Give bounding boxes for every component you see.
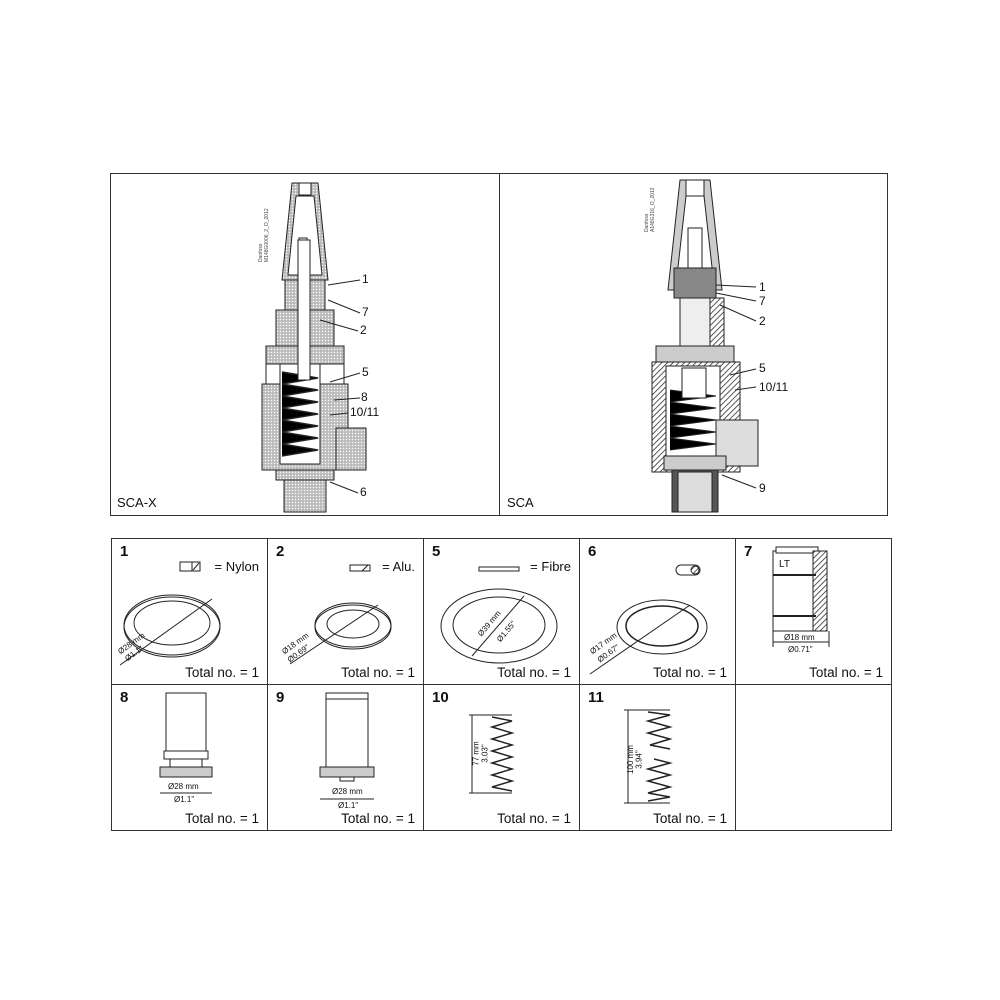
dim-mm: 100 mm [625,745,635,774]
part-number: 8 [120,689,129,706]
total-count: Total no. = 1 [809,665,883,680]
callout-10-11: 10/11 [759,380,789,394]
part-cell-11: 11 100 mm 3.94" Total no. = 1 [579,684,736,831]
material-label: = Fibre [530,559,571,574]
part-cell-10: 10 77 mm 3.03" Total no. = 1 [423,684,580,831]
part-number: 2 [276,543,285,560]
valve-drawings [261,179,759,513]
part-number: 5 [432,543,441,560]
callout-2: 2 [360,323,367,337]
dim-in: 3.03" [480,744,490,763]
total-count: Total no. = 1 [341,811,415,826]
part-number: 10 [432,689,449,706]
total-count: Total no. = 1 [341,665,415,680]
dim-mm: Ø18 mm [784,633,815,642]
dim-mm: 77 mm [471,741,481,766]
callout-2: 2 [759,314,766,328]
part-number: 6 [588,543,597,560]
part-number: 9 [276,689,285,706]
total-count: Total no. = 1 [653,665,727,680]
callout-8: 8 [361,390,368,404]
sca-valve-drawing [651,179,759,513]
callout-5: 5 [362,365,369,379]
empty-cell [735,684,892,831]
total-count: Total no. = 1 [653,811,727,826]
material-label: = Alu. [382,559,415,574]
part-number: 1 [120,543,129,560]
callout-9: 9 [759,481,766,495]
part-number: 7 [744,543,753,560]
total-count: Total no. = 1 [497,665,571,680]
part-cell-8: 8 Ø28 mm Ø1.1" Total no. = 1 [111,684,268,831]
part-cell-6: 6 Ø17 mm Ø0.67" Total no. = 1 [579,538,736,685]
part-cell-5: 5 = Fibre Ø39 mm Ø1.55" Total no. = 1 [423,538,580,685]
part-marking: LT [779,559,790,570]
valve-label-sca: SCA [507,495,534,510]
total-count: Total no. = 1 [497,811,571,826]
callout-6: 6 [360,485,367,499]
dim-in: Ø1.1" [174,795,195,804]
valve-label-sca-x: SCA-X [117,495,157,510]
dim-in: 3.94" [634,750,644,769]
callout-1: 1 [759,280,766,294]
callout-7: 7 [759,294,766,308]
callout-1: 1 [362,272,369,286]
total-count: Total no. = 1 [185,665,259,680]
part-cell-1: 1 = Nylon Ø28 mm Ø1.1" Total no. = 1 [111,538,268,685]
sca-x-valve-drawing [261,182,367,513]
dim-mm: Ø28 mm [332,787,363,796]
dim-mm: Ø28 mm [168,782,199,791]
dim-in: Ø0.71" [788,645,813,654]
frame-divider [499,173,500,516]
part-cell-7: 7 LT Ø18 mm Ø0.71" Total no. = 1 [735,538,892,685]
material-label: = Nylon [214,559,259,574]
dim-in: Ø1.1" [338,801,359,810]
callout-10-11: 10/11 [350,405,380,419]
part-cell-9: 9 Ø28 mm Ø1.1" Total no. = 1 [267,684,424,831]
total-count: Total no. = 1 [185,811,259,826]
callout-5: 5 [759,361,766,375]
part-number: 11 [588,689,604,706]
part-cell-2: 2 = Alu. Ø18 mm Ø0.69" Total no. = 1 [267,538,424,685]
spare-parts-table: 1 = Nylon Ø28 mm Ø1.1" Total no. = 1 2 =… [111,538,892,831]
callout-7: 7 [362,305,369,319]
